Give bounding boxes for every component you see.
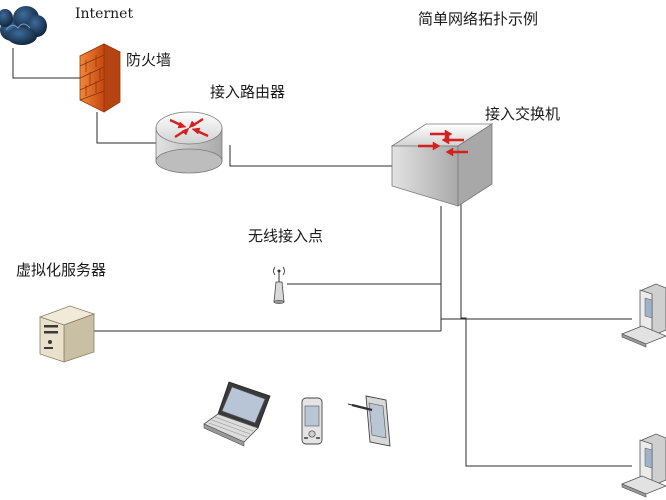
link-switch-pcs: [460, 196, 632, 467]
router-label: 接入路由器: [210, 83, 286, 101]
internet-label: Internet: [75, 6, 134, 22]
desktop-pc-icon: [620, 433, 666, 498]
switch-label: 接入交换机: [485, 105, 561, 123]
server-label: 虚拟化服务器: [16, 261, 107, 279]
tablet-icon: [347, 395, 391, 447]
switch-icon: [390, 123, 494, 207]
link-firewall-router: [96, 112, 160, 144]
server-icon: [38, 305, 96, 363]
router-icon: [155, 111, 223, 174]
connection-lines: [12, 48, 632, 467]
link-router-switch: [229, 145, 392, 167]
pda-icon: [301, 397, 323, 445]
cloud-icon: [0, 6, 47, 45]
diagram-title: 简单网络拓扑示例: [418, 10, 539, 28]
firewall-icon: [79, 43, 121, 113]
firewall-label: 防火墙: [126, 51, 172, 69]
access-point-label: 无线接入点: [248, 227, 324, 245]
laptop-icon: [203, 381, 271, 447]
wireless-access-point-icon: [273, 266, 285, 304]
link-internet-firewall: [12, 48, 80, 79]
desktop-pc-icon: [620, 283, 666, 348]
